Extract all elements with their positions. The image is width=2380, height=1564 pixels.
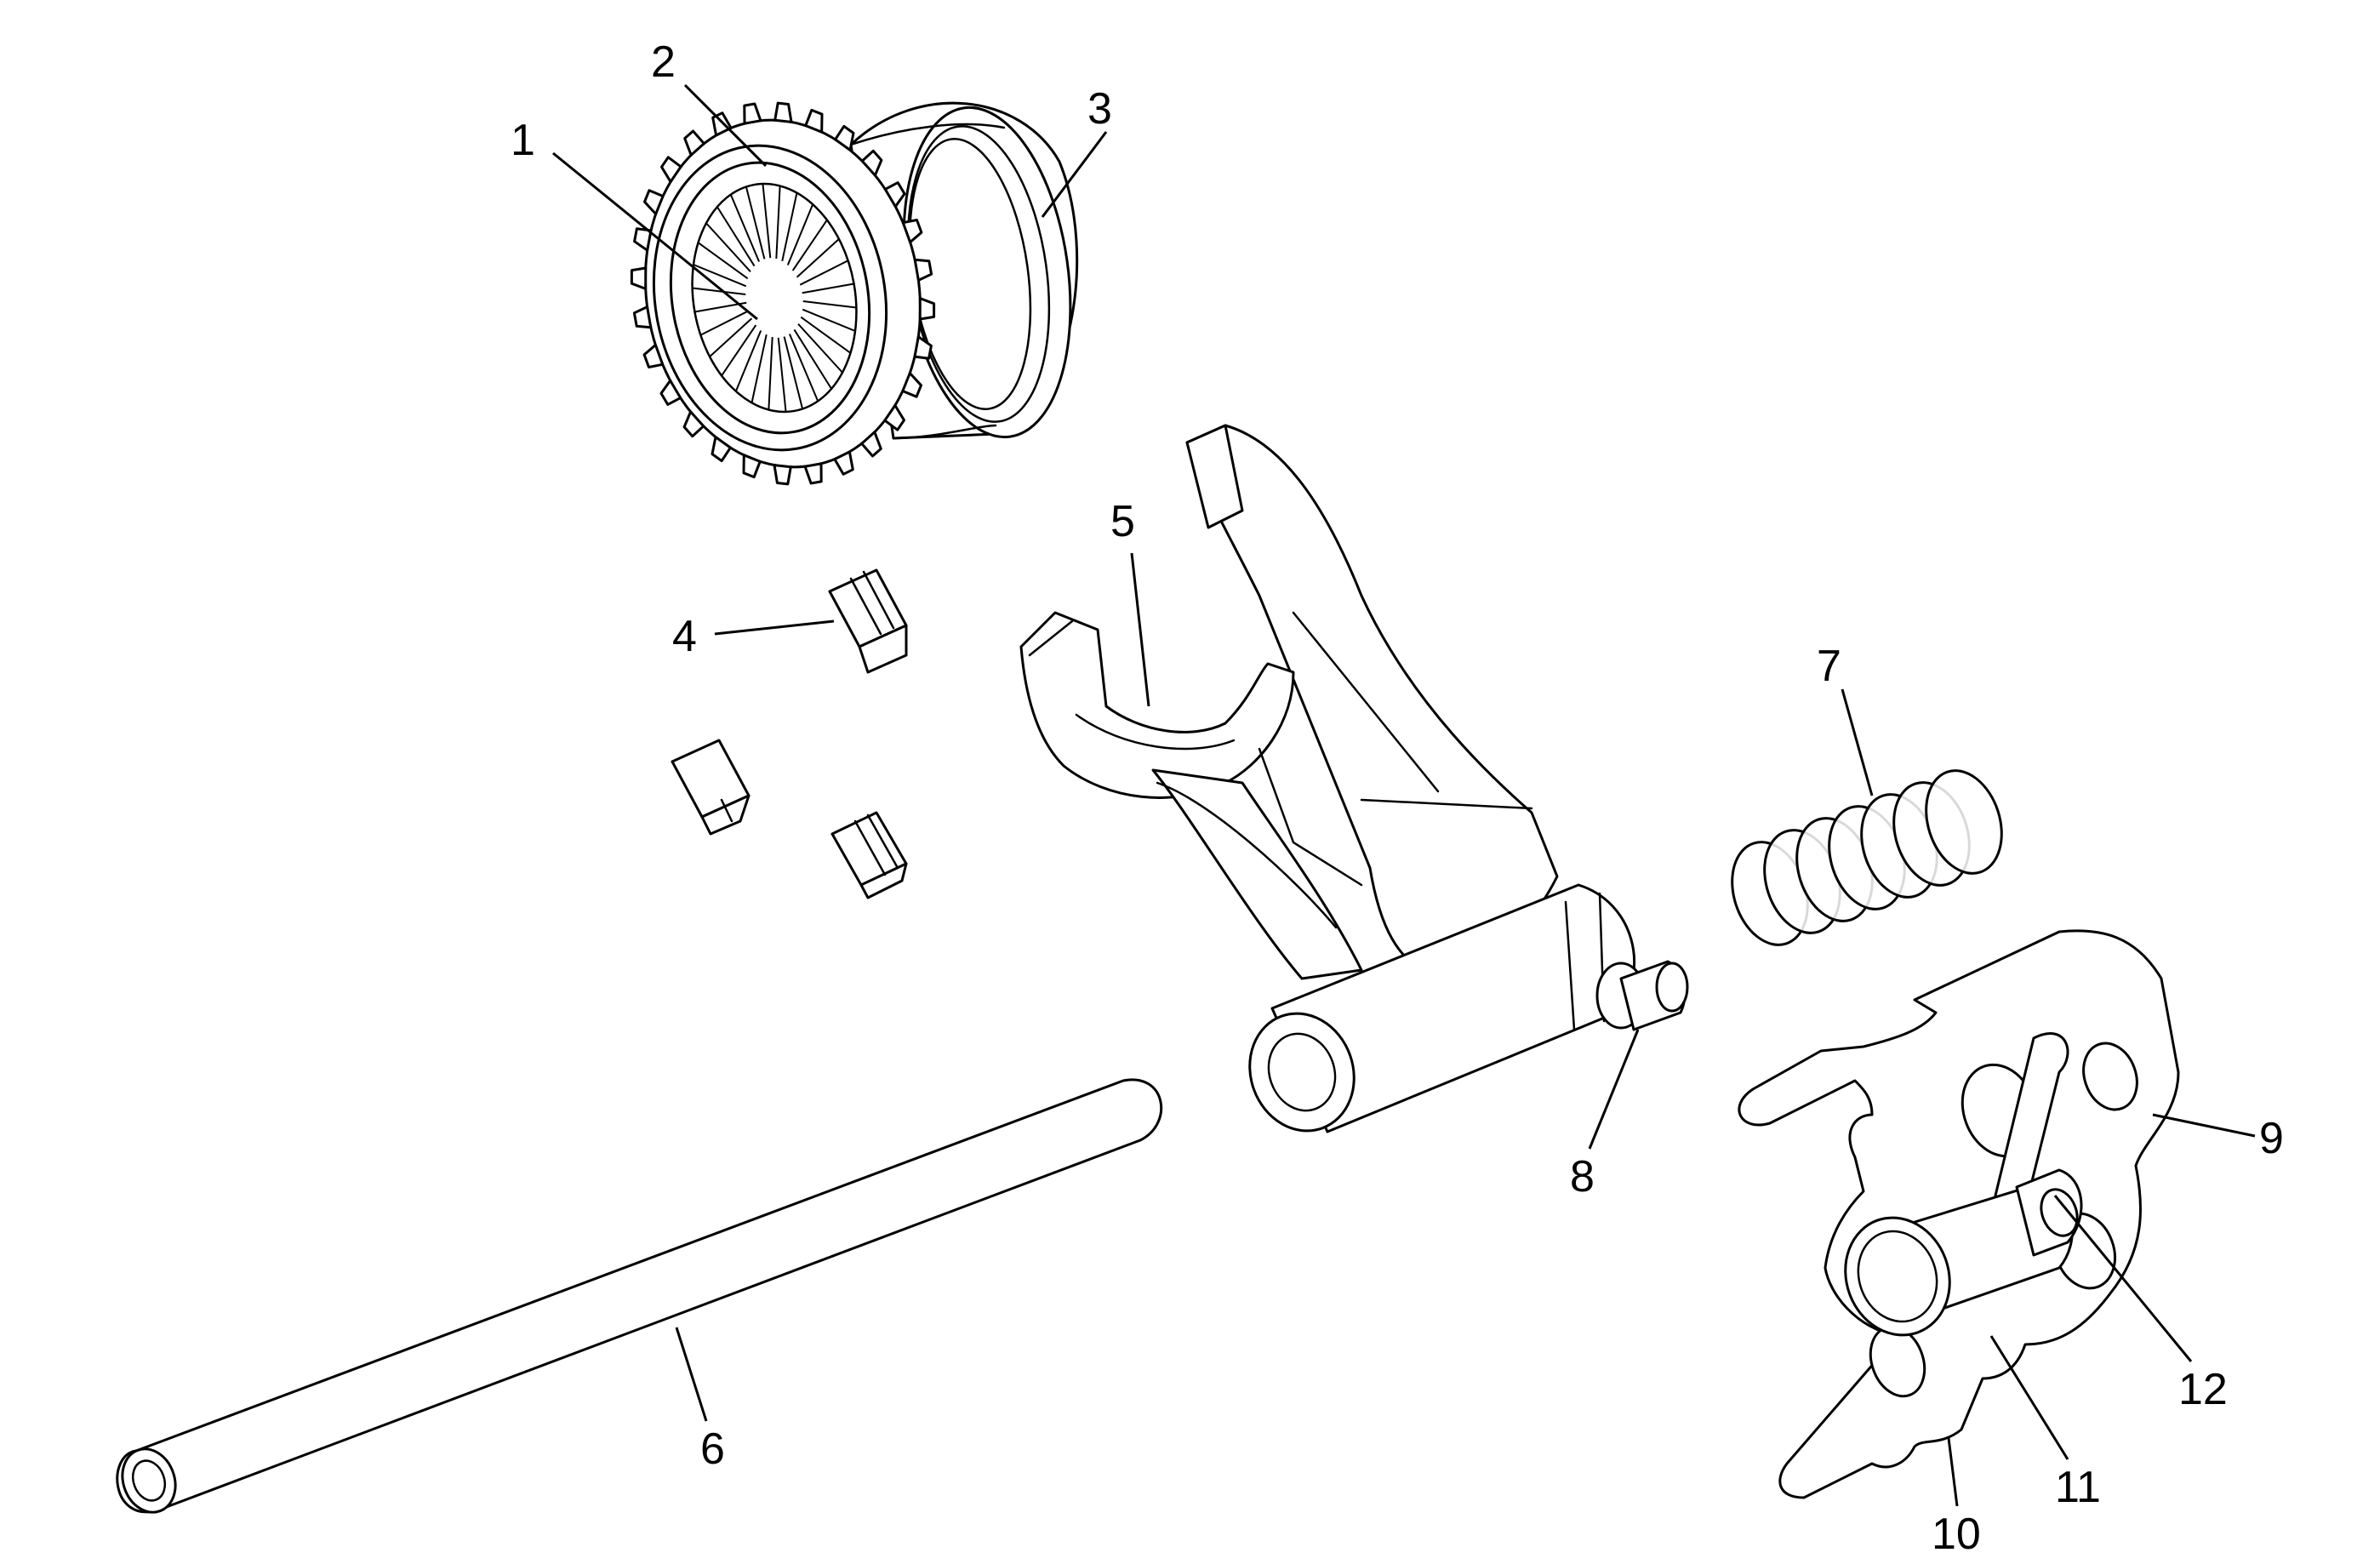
spline-line [802,308,856,332]
leader-2 [683,83,768,168]
gear-tooth [883,403,905,431]
spline-line [777,337,787,413]
leader-4 [714,619,835,636]
spline-line [797,323,843,374]
spline-line [745,186,766,260]
gear-tooth [773,464,792,486]
leader-10 [1947,1437,1959,1507]
shift-fork [1019,424,1636,1133]
callout-5: 5 [1110,497,1135,546]
spline-line [793,328,832,390]
spline-line [786,203,814,265]
spline-line [802,300,857,309]
fork-pad-2 [671,739,751,836]
plate-shaft [1844,1181,2074,1337]
leader-1 [552,151,758,321]
gear-tooth [711,436,732,463]
gear-tooth [803,462,823,485]
gear-tooth [643,189,665,215]
callout-8: 8 [1570,1152,1595,1202]
callout-3: 3 [1087,84,1112,134]
gear-tooth [630,266,648,290]
spline-line [796,238,840,278]
spline-line [783,336,804,409]
spline-line [791,219,828,271]
callout-labels: 1 2 3 4 5 6 7 8 9 10 11 12 [511,37,2284,1559]
leader-7 [1841,688,1874,796]
callout-11: 11 [2055,1463,2101,1512]
leader-9 [2152,1113,2256,1138]
gear-tooth [901,372,922,398]
fork-pad-1 [828,568,908,674]
callout-9: 9 [2259,1114,2284,1163]
leader-11 [1989,1335,2069,1460]
gear-tooth [913,258,933,282]
detent-spring [1731,769,2003,946]
gear-tooth [833,450,854,476]
spline-line [775,186,781,260]
gear-tooth [860,431,882,458]
spline-line [699,310,750,336]
spline-line [729,194,760,262]
callout-6: 6 [700,1424,725,1474]
leader-8 [1588,1029,1640,1150]
gear-tooth [901,219,923,244]
shaft-retainer-pin [2015,1168,2083,1257]
spline-line [693,264,747,288]
spline-line [697,242,749,280]
spline-line [768,336,773,410]
gear-tooth [660,156,682,184]
spring-coil [1925,769,2003,875]
shift-rail [116,1078,1163,1514]
spline-line [734,330,762,392]
gear-tooth [773,101,793,123]
gear-tooth [918,297,936,321]
splined-hub [669,161,871,435]
gear-tooth [883,181,906,208]
gear-tooth [659,379,682,406]
spline-line [716,206,756,267]
spline-line [692,287,746,295]
gear-tooth [682,410,705,438]
callout-7: 7 [1817,642,1841,691]
gear-tooth [804,108,824,134]
leader-12 [2053,1195,2193,1362]
leader-lines [552,83,2256,1507]
gear-tooth [642,343,665,368]
spline-line [709,317,753,357]
callout-12: 12 [2178,1365,2228,1414]
fork-pad-3 [830,811,908,899]
spline-line [800,316,852,354]
gear-tooth [683,129,705,157]
gear-tooth [633,227,653,252]
spline-line [721,324,757,377]
gear-tooth [743,102,762,125]
gear-tooth [632,305,653,329]
spline-line [789,334,819,402]
callout-10: 10 [1932,1510,1981,1559]
leader-6 [675,1327,708,1422]
spline-line [762,183,772,259]
fork-pin [1595,960,1689,1031]
gear-tooth [834,124,855,151]
spline-line [802,283,854,294]
callout-2: 2 [651,37,676,87]
callout-4: 4 [672,612,697,661]
gear-tooth [913,335,933,360]
gear-tooth [860,149,883,177]
spline-line [751,334,768,403]
spline-line [799,260,849,286]
leader-3 [1041,131,1108,218]
spline-line [781,192,798,262]
spline-line [705,222,751,272]
callout-1: 1 [511,116,535,165]
leader-5 [1130,552,1150,707]
gear-tooth [742,454,762,479]
